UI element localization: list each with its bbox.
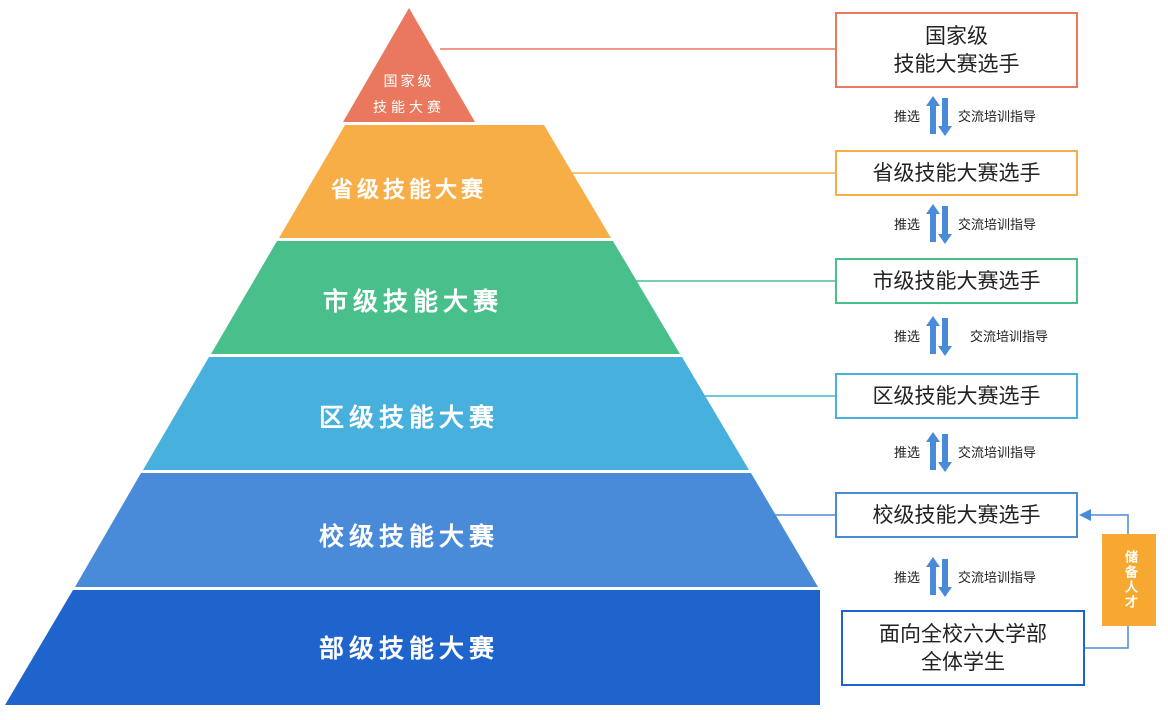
transition-provincial-city: 推选 交流培训指导 xyxy=(894,202,1036,246)
transition-down-label: 交流培训指导 xyxy=(970,330,1049,345)
box-national-line2: 技能大赛选手 xyxy=(893,52,1020,76)
transition-district-school: 推选 交流培训指导 xyxy=(894,430,1036,474)
box-school-label: 校级技能大赛选手 xyxy=(872,503,1041,527)
transition-national-provincial: 推选 交流培训指导 xyxy=(894,94,1036,138)
transition-down-label: 交流培训指导 xyxy=(958,446,1037,461)
box-all-students-line1: 面向全校六大学部 xyxy=(879,622,1047,646)
up-down-arrows-icon xyxy=(926,96,952,136)
tier-national-label-line1: 国家级 xyxy=(384,73,435,90)
transition-up-label: 推选 xyxy=(893,218,920,233)
pyramid-tier-department xyxy=(5,590,820,705)
transition-down-label: 交流培训指导 xyxy=(958,110,1037,125)
transition-up-label: 推选 xyxy=(893,571,920,586)
box-national-line1: 国家级 xyxy=(925,24,988,48)
tier-district-label: 区级技能大赛 xyxy=(319,403,499,432)
transition-school-students: 推选 交流培训指导 xyxy=(894,555,1036,599)
transition-up-label: 推选 xyxy=(893,110,920,125)
reserve-talent-badge: 储备人才 xyxy=(1102,534,1156,626)
box-district-label: 区级技能大赛选手 xyxy=(872,384,1041,408)
up-down-arrows-icon xyxy=(926,557,952,597)
box-all-students: 面向全校六大学部 全体学生 xyxy=(841,610,1085,686)
pyramid-tier-national xyxy=(343,8,475,122)
box-provincial-players: 省级技能大赛选手 xyxy=(835,150,1078,196)
transition-down-label: 交流培训指导 xyxy=(958,218,1037,233)
pyramid-tier-provincial xyxy=(279,125,611,238)
pyramid-tier-school xyxy=(75,473,818,587)
box-provincial-label: 省级技能大赛选手 xyxy=(872,161,1041,185)
transition-up-label: 推选 xyxy=(893,446,920,461)
tier-department-label: 部级技能大赛 xyxy=(319,634,499,663)
box-district-players: 区级技能大赛选手 xyxy=(835,373,1078,419)
tier-provincial-label: 省级技能大赛 xyxy=(330,177,487,203)
pyramid-tier-district xyxy=(143,357,749,470)
box-city-label: 市级技能大赛选手 xyxy=(872,269,1041,293)
transition-down-label: 交流培训指导 xyxy=(958,571,1037,586)
box-school-players: 校级技能大赛选手 xyxy=(835,492,1078,538)
tier-school-label: 校级技能大赛 xyxy=(319,522,499,551)
up-down-arrows-icon xyxy=(926,432,952,472)
tier-national-label-line2: 技能大赛 xyxy=(373,100,445,116)
tier-city-label: 市级技能大赛 xyxy=(323,287,503,316)
transition-up-label: 推选 xyxy=(893,330,920,345)
up-down-arrows-icon xyxy=(926,316,952,356)
transition-city-district: 推选 交流培训指导 xyxy=(894,314,1048,358)
box-national-players: 国家级 技能大赛选手 xyxy=(835,12,1078,88)
reserve-route-arrowhead xyxy=(1079,509,1091,521)
box-city-players: 市级技能大赛选手 xyxy=(835,258,1078,304)
box-all-students-line2: 全体学生 xyxy=(921,650,1005,674)
up-down-arrows-icon xyxy=(926,204,952,244)
pyramid-tier-city xyxy=(211,241,680,354)
skill-competition-pyramid: 国家级 技能大赛 省级技能大赛 市级技能大赛 区级技能大赛 校级技能大赛 部级技… xyxy=(5,8,820,705)
